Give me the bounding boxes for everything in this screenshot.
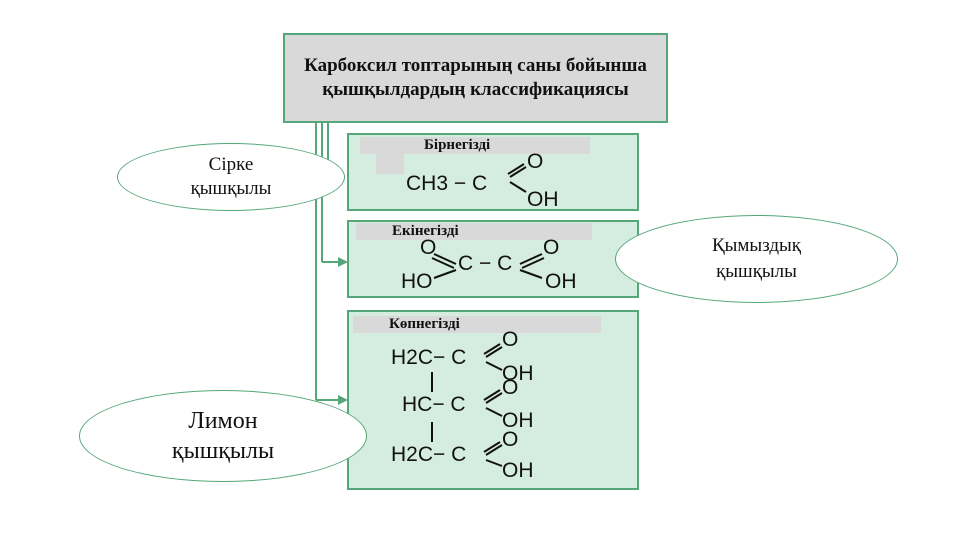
- citric-acid-label: Лимон қышқылы: [171, 408, 275, 464]
- citric-row2-o: O: [502, 376, 519, 399]
- oxalic-cc: C − C: [458, 252, 513, 275]
- oxalic-ho: HO: [401, 270, 433, 293]
- citric-row3-group: H2C− C: [391, 443, 467, 466]
- oxalic-acid-label: Қымыздық қышқылы: [711, 235, 802, 282]
- citric-row3-oh: OH: [502, 459, 534, 482]
- citric-acid-ellipse: Лимон қышқылы: [79, 390, 367, 482]
- oxalic-acid-ellipse: Қымыздық қышқылы: [615, 215, 898, 303]
- classification-title: Карбоксил топтарының саны бойынша қышқыл…: [283, 33, 668, 123]
- citric-row2-oh: OH: [502, 409, 534, 432]
- oxalic-bonds: [431, 253, 545, 279]
- poly-basic-label: Көпнегізді: [389, 316, 460, 332]
- acetic-formula-o: O: [527, 150, 544, 173]
- poly-basic-label-bar: Көпнегізді: [353, 316, 601, 333]
- acetic-acid-ellipse: Сірке қышқылы: [117, 143, 345, 211]
- arrow-head-poly: [338, 395, 348, 405]
- citric-row3-o: O: [502, 428, 519, 451]
- label-strip-fragment: [376, 154, 404, 174]
- mono-basic-label: Бірнегізді: [424, 137, 491, 153]
- citric-row2-group: HC− C: [402, 393, 466, 416]
- di-basic-label-bar: Екінегізді: [356, 223, 592, 240]
- oxalic-o-right: O: [543, 236, 560, 259]
- acetic-formula-oh: OH: [527, 188, 559, 211]
- title-text: Карбоксил топтарының саны бойынша қышқыл…: [304, 55, 647, 100]
- oxalic-o-left: O: [420, 236, 437, 259]
- citric-bonds: [431, 343, 503, 467]
- di-basic-label: Екінегізді: [392, 223, 459, 239]
- citric-row1-group: H2C− C: [391, 346, 467, 369]
- acetic-acid-label: Сірке қышқылы: [190, 154, 272, 199]
- poly-basic-box: [347, 310, 639, 490]
- mono-basic-label-bar: Бірнегізді: [360, 137, 590, 154]
- acetic-bonds: [507, 163, 527, 193]
- citric-row1-oh: OH: [502, 362, 534, 385]
- arrow-head-di: [338, 257, 348, 267]
- oxalic-oh: OH: [545, 270, 577, 293]
- citric-row1-o: O: [502, 328, 519, 351]
- acetic-formula-main: CH3 − C: [406, 172, 488, 195]
- acetic-formula-group: CH3 − C: [406, 172, 487, 196]
